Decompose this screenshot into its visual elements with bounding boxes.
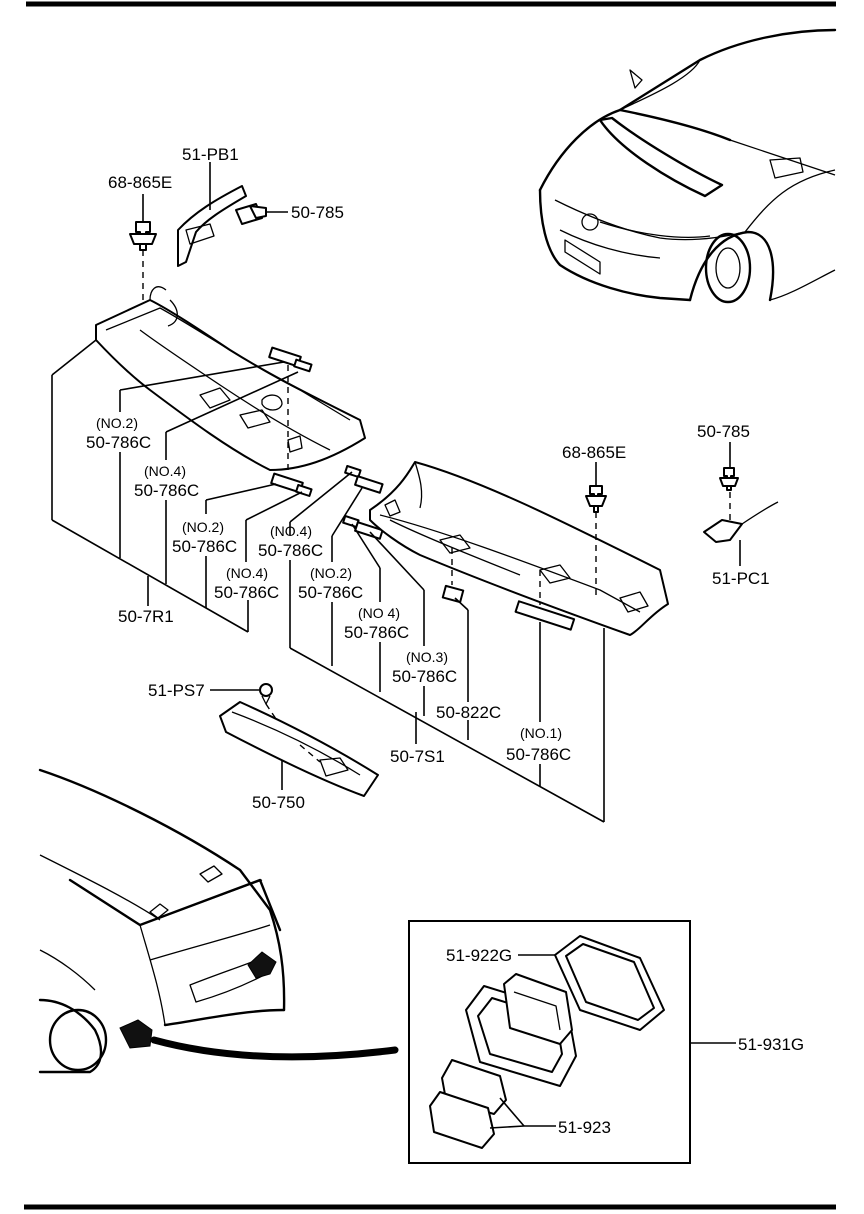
label-51-pc1: 51-PC1 <box>712 569 770 588</box>
clip-50-785-right <box>719 467 739 491</box>
front-car-illustration <box>538 28 837 304</box>
label-50-7r1: 50-7R1 <box>118 607 174 626</box>
label-51-922g: 51-922G <box>446 946 512 965</box>
label-51-923: 51-923 <box>558 1118 611 1137</box>
label-50-786c-c: 50-786C <box>172 537 237 556</box>
label-no2-a: (NO.2) <box>96 415 138 431</box>
label-50-7s1: 50-7S1 <box>390 747 445 766</box>
label-50-786c-g: 50-786C <box>344 623 409 642</box>
label-no1: (NO.1) <box>520 725 562 741</box>
inset-box <box>408 920 691 1164</box>
hole-cover-frame <box>465 973 577 1087</box>
cowl-panel-right <box>369 461 669 636</box>
pad-no4-lower <box>295 483 313 497</box>
clip-68-865e-right <box>585 485 607 513</box>
label-51-pb1: 51-PB1 <box>182 145 239 164</box>
window-opening-mark-side <box>119 1019 153 1049</box>
label-no4-d: (NO 4) <box>358 605 400 621</box>
label-no2-c: (NO.2) <box>310 565 352 581</box>
pad-no2-center <box>354 475 384 494</box>
clip-68-865e-left <box>129 221 157 251</box>
rear-car-illustration <box>38 768 399 1074</box>
clip-51-ps7 <box>259 683 273 705</box>
dash-750 <box>299 744 321 763</box>
part-51-pc1 <box>703 501 779 543</box>
label-50-786c-b: 50-786C <box>134 481 199 500</box>
part-51-pb1 <box>177 185 247 267</box>
pad-no4-center <box>344 464 362 478</box>
label-68-865e-left: 68-865E <box>108 173 172 192</box>
label-no4-a: (NO.4) <box>144 463 186 479</box>
label-68-865e-right: 68-865E <box>562 443 626 462</box>
clip-50-785-left <box>235 203 267 225</box>
label-50-786c-e: 50-786C <box>258 541 323 560</box>
window-opening-mark <box>247 951 277 979</box>
pad-no3 <box>354 521 384 540</box>
label-50-822c: 50-822C <box>436 703 501 722</box>
label-50-786c-a: 50-786C <box>86 433 151 452</box>
label-no4-c: (NO.4) <box>270 523 312 539</box>
label-50-750: 50-750 <box>252 793 305 812</box>
label-no3: (NO.3) <box>406 649 448 665</box>
pad-51-923 <box>429 1059 507 1149</box>
label-no4-b: (NO.4) <box>226 565 268 581</box>
label-51-931g: 51-931G <box>738 1035 804 1054</box>
clip-50-822c <box>441 584 465 604</box>
arrow-to-inset <box>150 1036 399 1061</box>
seal-51-922g <box>554 935 665 1031</box>
label-51-ps7: 51-PS7 <box>148 681 205 700</box>
leader-lines <box>51 162 741 1129</box>
label-no2-b: (NO.2) <box>182 519 224 535</box>
part-50-750 <box>219 701 379 797</box>
label-50-786c-h: 50-786C <box>392 667 457 686</box>
label-50-786c-f: 50-786C <box>298 583 363 602</box>
pad-no4-upper <box>293 358 313 373</box>
cowl-panel-left <box>95 286 366 471</box>
label-50-786c-i: 50-786C <box>506 745 571 764</box>
label-50-785-left: 50-785 <box>291 203 344 222</box>
label-50-785-right: 50-785 <box>697 422 750 441</box>
label-50-786c-d: 50-786C <box>214 583 279 602</box>
pad-no1 <box>514 600 576 631</box>
